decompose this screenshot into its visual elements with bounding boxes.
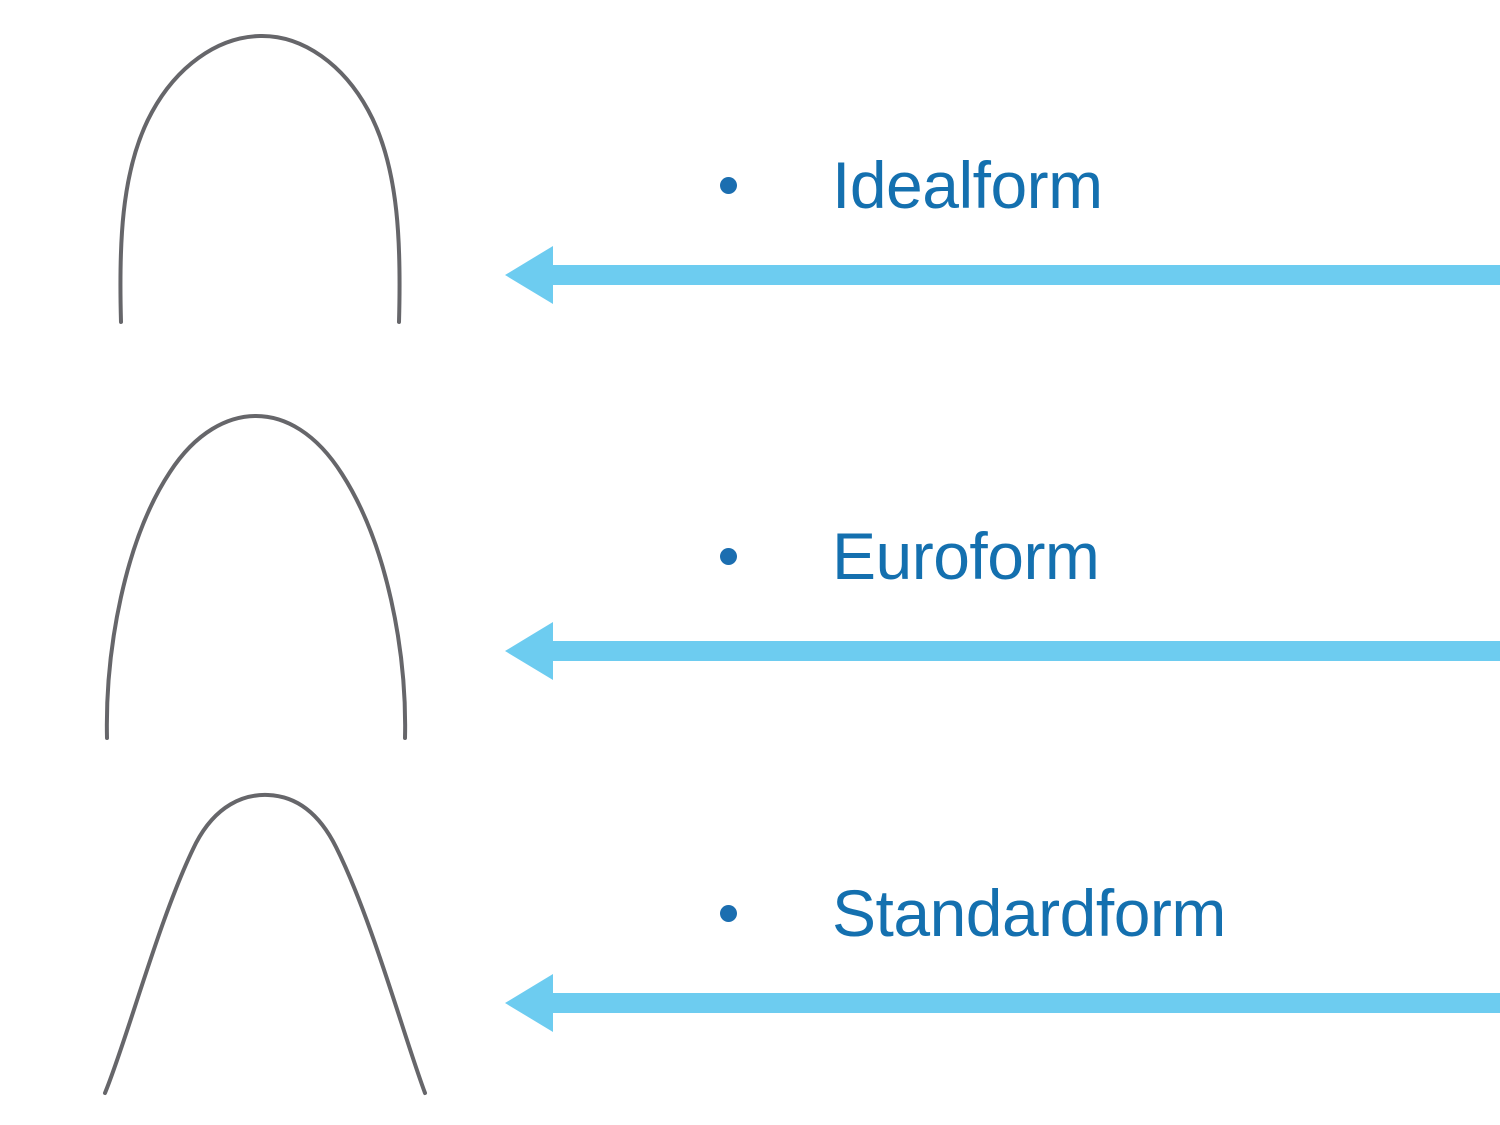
- bullet-item-idealform: Idealform: [720, 152, 1103, 218]
- archwire-idealform: [0, 20, 500, 340]
- archwire-standardform: [0, 775, 500, 1105]
- arrow-left-standardform: [505, 974, 1500, 1032]
- arrow-left-idealform: [505, 246, 1500, 304]
- bullet-label-idealform: Idealform: [832, 148, 1103, 222]
- bullet-dot-icon: [720, 176, 737, 194]
- arrow-left-idealform-shape: [505, 246, 1500, 304]
- arrow-left-euroform: [505, 622, 1500, 680]
- bullet-label-euroform: Euroform: [832, 519, 1100, 593]
- archwire-euroform: [0, 400, 500, 750]
- bullet-dot-icon: [720, 547, 737, 565]
- arrow-left-standardform-shape: [505, 974, 1500, 1032]
- arrow-left-euroform-shape: [505, 622, 1500, 680]
- archwire-standardform-path: [103, 792, 427, 1095]
- bullet-dot-icon: [720, 904, 737, 922]
- archwire-euroform-path: [104, 413, 408, 740]
- bullet-item-euroform: Euroform: [720, 519, 1100, 593]
- bullet-item-standardform: Standardform: [720, 880, 1226, 946]
- archwire-idealform-path: [118, 33, 402, 324]
- bullet-label-standardform: Standardform: [832, 876, 1226, 950]
